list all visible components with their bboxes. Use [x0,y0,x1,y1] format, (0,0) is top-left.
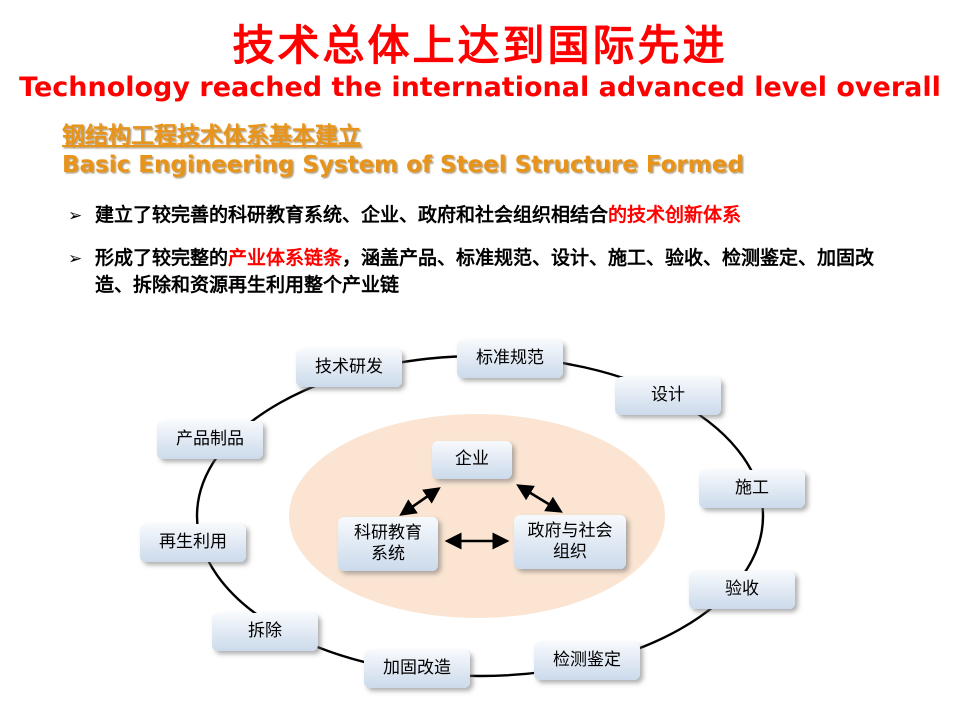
arrow-enterprise-research [399,487,441,516]
bullet-text-red: 的技术创新体系 [608,204,742,226]
bullet-text: 形成了较完整的产业体系链条，涵盖产品、标准规范、设计、施工、验收、检测鉴定、加固… [95,245,910,299]
node-inspection: 检测鉴定 [534,642,640,680]
bullet-text-red: 产业体系链条 [228,246,343,269]
bullet-list: ➢ 建立了较完善的科研教育系统、企业、政府和社会组织相结合的技术创新体系 ➢ 形… [68,202,910,315]
bullet-item: ➢ 建立了较完善的科研教育系统、企业、政府和社会组织相结合的技术创新体系 [68,202,910,229]
bullet-item: ➢ 形成了较完整的产业体系链条，涵盖产品、标准规范、设计、施工、验收、检测鉴定、… [68,245,910,299]
node-tech-rnd: 技术研发 [296,349,402,387]
node-reinforcement: 加固改造 [364,650,470,688]
bullet-text: 建立了较完善的科研教育系统、企业、政府和社会组织相结合的技术创新体系 [95,202,741,229]
arrow-bullet-icon: ➢ [68,248,83,269]
bullet-text-black: ，涵盖产品、标准规范、设计、施工、验收、检测鉴定、加固改造、拆除和资源再生利用整… [95,246,875,296]
section-heading: 钢结构工程技术体系基本建立 Basic Engineering System o… [62,122,744,180]
page-title: 技术总体上达到国际先进 [232,21,728,70]
node-enterprise: 企业 [432,441,512,479]
arrow-bullet-icon: ➢ [68,206,83,226]
node-research-education: 科研教育 系统 [338,517,438,571]
node-demolition: 拆除 [212,613,318,651]
node-design: 设计 [615,377,721,415]
bullet-text-black: 建立了较完善的科研教育系统、企业、政府和社会组织相结合 [95,204,609,226]
node-products: 产品制品 [157,421,263,459]
node-construction: 施工 [699,470,805,508]
node-government-society: 政府与社会 组织 [514,515,626,569]
section-heading-zh: 钢结构工程技术体系基本建立 [62,123,361,149]
page-subtitle: Technology reached the international adv… [19,72,941,103]
node-standards: 标准规范 [457,340,563,378]
node-recycling: 再生利用 [140,524,246,562]
arrow-enterprise-government [516,484,563,513]
section-heading-en: Basic Engineering System of Steel Struct… [62,151,744,178]
bullet-text-black: 形成了较完整的 [95,246,229,269]
node-acceptance: 验收 [689,571,795,609]
